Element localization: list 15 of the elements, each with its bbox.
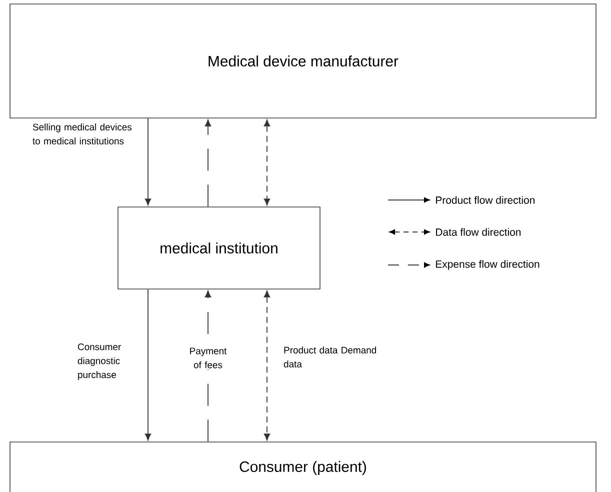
arrow xyxy=(204,120,212,208)
arrow xyxy=(264,120,270,206)
box: Medical device manufacturer xyxy=(10,4,596,118)
box: medical institution xyxy=(118,206,320,290)
box: Consumer (patient) xyxy=(10,442,596,492)
legend-text: Data flow direction xyxy=(436,228,521,236)
edge-label: Consumer diagnostic purchase xyxy=(78,344,121,380)
edge-label: Product data Demand data xyxy=(284,346,376,368)
legend-text: Expense flow direction xyxy=(436,260,540,270)
arrow xyxy=(144,288,152,440)
arrow xyxy=(264,290,270,440)
legend-text: Product flow direction xyxy=(436,196,534,204)
edge-label: Payment of fees xyxy=(181,346,235,370)
edge-label: Selling medical devices to medical institutions xyxy=(32,124,132,144)
arrow xyxy=(144,118,152,206)
